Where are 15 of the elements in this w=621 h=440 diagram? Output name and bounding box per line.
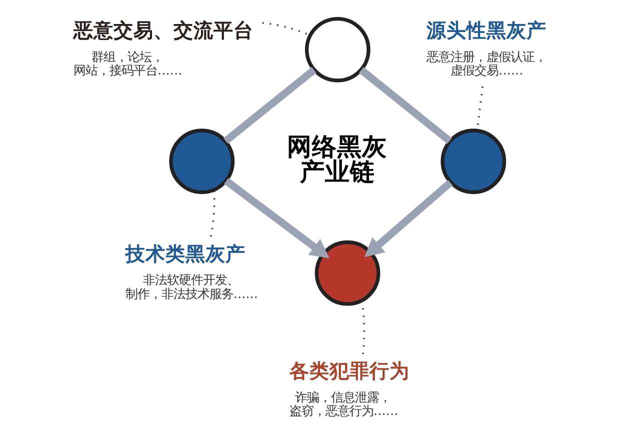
node-text: 源头性黑灰产 恶意注册，虚假认证，虚假交易……	[426, 19, 547, 78]
node-text: 各类犯罪行为 诈骗，信息泄露，盗窃，恶意行为……	[290, 360, 410, 418]
node-text: 恶意交易、交流平台 群组，论坛，网站，接码平台……	[74, 19, 254, 78]
node-circle	[440, 128, 506, 194]
label: 网络黑灰产业链	[287, 132, 388, 186]
node-circle	[314, 240, 380, 306]
connector	[360, 300, 366, 354]
node-text: 技术类黑灰产 非法软硬件开发、制作，非法技术服务……	[125, 242, 258, 301]
arrow	[224, 178, 330, 258]
connector	[210, 190, 216, 237]
node-circle	[304, 16, 370, 82]
connector	[358, 67, 452, 144]
arrow	[364, 180, 453, 258]
connector	[223, 67, 316, 144]
node-circle	[169, 128, 235, 194]
